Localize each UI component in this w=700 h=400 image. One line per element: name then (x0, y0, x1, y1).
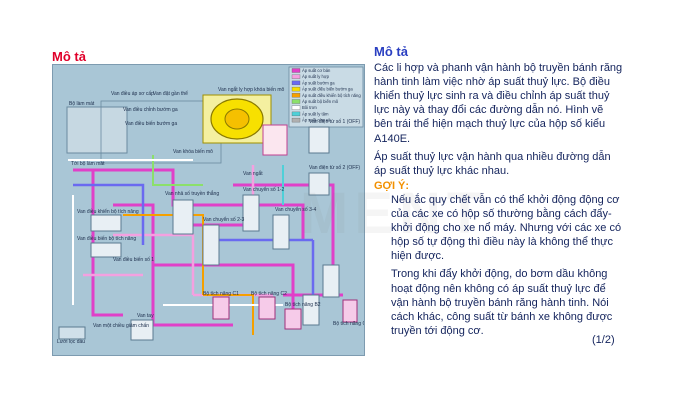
description-title: Mô tả (374, 44, 408, 59)
diagram-component-label: Van điện từ số 1 (OFF) (309, 119, 360, 125)
legend-swatch (291, 74, 301, 79)
diagram-component-label: Bộ tích năng B2 (285, 302, 321, 308)
legend-label: Áp suất bướm ga (302, 80, 335, 85)
diagram-component-label: Lưới lọc dầu (57, 339, 85, 345)
diagram-component-label: Van điều biến số 1 (113, 257, 154, 263)
diagram-component-label: Van nhả số truyền thẳng (165, 190, 219, 197)
description-paragraph-2: Áp suất thuỷ lực vận hành qua nhiều đườn… (374, 150, 611, 177)
diagram-component-label: Bộ tích năng C1 (203, 291, 239, 297)
legend-swatch (291, 117, 301, 123)
diagram-component-label: Van khóa biến mô (173, 149, 213, 155)
diagram-component-label: Van chuyển số 3-4 (275, 206, 317, 213)
diagram-component-label: Van một chiều giảm chấn (93, 323, 149, 329)
diagram-component-label: Bộ tích năng C0 (333, 321, 365, 327)
legend-label: Áp suất cửa xả (302, 118, 331, 123)
diagram-component-label: Van điều chỉnh bướm ga (123, 106, 178, 113)
diagram-component-label: Van điều khiển bộ tích năng (77, 208, 139, 215)
legend-swatch (291, 111, 301, 117)
diagram-component-label: Van điều biến bướm ga (125, 121, 177, 127)
hint-title: GỢI Ý: (374, 179, 410, 192)
diagram-component-label: Van điện từ số 2 (OFF) (309, 165, 360, 171)
description-paragraph-1: Các li hợp và phanh vận hành bộ truyền b… (374, 62, 623, 145)
watermark: MENT (300, 181, 489, 246)
legend-label: Áp suất ly tâm (302, 111, 329, 116)
diagram-component-label: Bộ làm mát (69, 101, 95, 107)
legend-label: Áp suất bộ biến mô (302, 99, 339, 104)
diagram-component-label: Van đặt gần thể (153, 90, 188, 97)
diagram-component-label: Tới bộ làm mát (71, 161, 105, 167)
diagram-component-label: Van điều biến bộ tích năng (77, 236, 136, 242)
left-section-title: Mô tả (52, 49, 86, 64)
legend-label: Bôi trơn (302, 105, 318, 110)
legend-swatch (291, 105, 301, 110)
description-panel: Mô tả Các li hợp và phanh vận hành bộ tr… (374, 44, 624, 338)
legend-swatch (291, 93, 301, 98)
hint-paragraph-2: Trong khi đẩy khởi động, do bơm dầu khôn… (391, 268, 613, 337)
legend-swatch (291, 86, 301, 92)
legend-label: Áp suất ly hợp (302, 74, 330, 79)
diagram-component-label: Van ngắt ly hợp khóa biến mô (218, 86, 285, 93)
legend-swatch (291, 80, 301, 86)
hint-paragraph-1: Nếu ắc quy chết vẫn có thể khởi động độn… (391, 193, 622, 263)
legend-swatch (291, 68, 301, 73)
legend-label: Áp suất cơ bản (302, 68, 331, 73)
legend-swatch (291, 99, 301, 104)
legend-label: Áp suất điều khiển bộ tích năng (302, 93, 361, 98)
page-indicator: (1/2) (592, 334, 615, 346)
diagram-component-label: Van ngắt (243, 170, 263, 177)
cooler-block (66, 106, 128, 154)
diagram-component-label: Van chuyển số 1-2 (243, 186, 285, 193)
diagram-component-label: Van chuyển số 2-3 (203, 216, 245, 223)
diagram-component-label: Van điều áp sơ cấp (111, 91, 154, 97)
diagram-component-label: Van tay (137, 313, 154, 319)
legend-label: Áp suất điều biến bướm ga (302, 87, 353, 92)
diagram-component-label: Bộ tích năng C2 (251, 291, 287, 297)
